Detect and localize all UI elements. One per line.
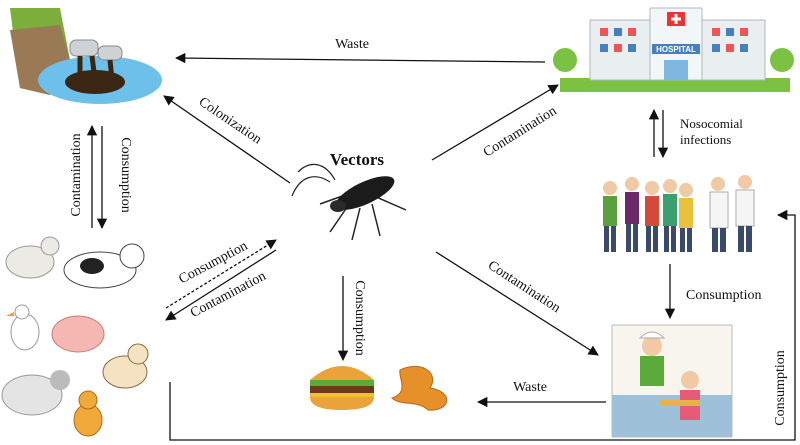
label-sewage-to-animals: Contamination xyxy=(69,133,84,216)
label-animals-to-people: Consumption xyxy=(773,350,788,425)
label-vector-to-hospital: Contamination xyxy=(481,104,560,161)
arrow-vector-to-sewage xyxy=(163,95,291,184)
sewage-pipes-image xyxy=(8,2,168,110)
hospital-sign-text: HOSPITAL xyxy=(656,45,696,54)
label-animals-to-sewage: Consumption xyxy=(118,137,133,212)
label-people-to-canteen: Consumption xyxy=(686,288,761,303)
center-label-vectors: Vectors xyxy=(330,150,385,169)
label-hospital-people-line1: Nosocomial xyxy=(680,116,743,131)
food-image xyxy=(310,365,448,411)
people-image xyxy=(594,170,774,260)
canteen-image xyxy=(611,324,733,438)
arrow-hospital-to-sewage xyxy=(174,52,546,64)
label-hospital-people-line2: infections xyxy=(680,132,731,147)
label-canteen-to-food: Waste xyxy=(513,380,547,395)
arrow-vector-to-canteen xyxy=(435,251,599,356)
label-vector-to-food: Consumption xyxy=(352,280,367,355)
arrows xyxy=(86,52,796,441)
label-hospital-to-sewage: Waste xyxy=(335,37,369,52)
cockroach-image xyxy=(291,163,407,241)
label-hospital-people: Nosocomial infections xyxy=(680,116,746,147)
animals-image xyxy=(1,236,149,437)
label-vector-to-sewage: Colonization xyxy=(196,95,264,148)
hospital-image: HOSPITAL xyxy=(553,7,794,92)
arrow-animals-to-vector-dashed xyxy=(165,239,277,309)
arrow-vector-to-animals xyxy=(165,249,277,321)
arrow-animals-to-people xyxy=(169,209,796,441)
arrow-vector-to-hospital xyxy=(431,84,559,161)
